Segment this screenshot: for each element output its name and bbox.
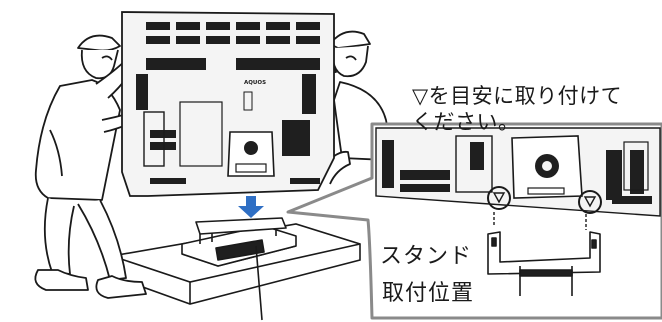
triangle-down-mark-left xyxy=(487,186,511,210)
stand-label-line-2: 取付位置 xyxy=(382,281,475,306)
tv-stand xyxy=(181,217,297,321)
arrow-down-icon xyxy=(238,196,264,218)
tv-brand-logo: AQUOS xyxy=(244,80,266,86)
instruction-text-line-1: ▽を目安に取り付けて xyxy=(412,84,623,108)
zoomed-stand-bracket xyxy=(487,231,601,296)
tv-panel: AQUOS xyxy=(121,11,335,197)
connector-panel xyxy=(143,111,165,167)
triangle-down-mark-right xyxy=(578,190,602,214)
instruction-text-line-2: ください。 xyxy=(412,110,520,134)
zoomed-connector-panel xyxy=(455,135,493,193)
stand-mount-housing xyxy=(227,131,275,177)
zoomed-tv-detail xyxy=(375,127,661,296)
vent-grid xyxy=(136,22,320,184)
stand-label-line-1: スタンド xyxy=(380,244,473,269)
